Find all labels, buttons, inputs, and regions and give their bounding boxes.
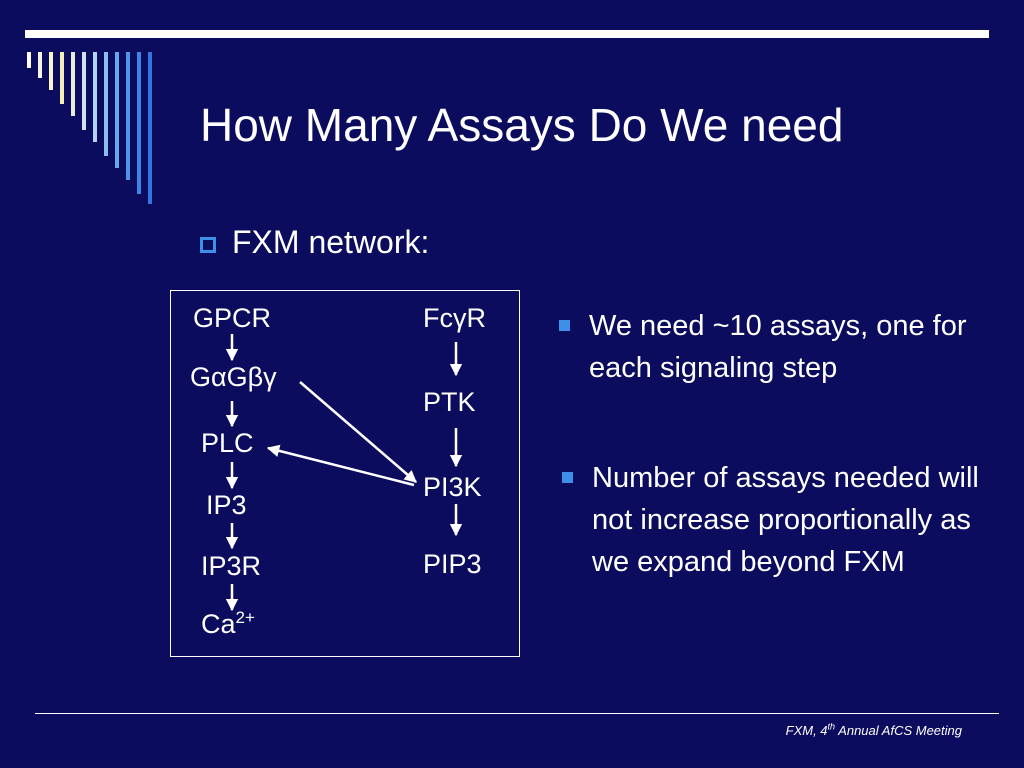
square-bullet-icon bbox=[562, 472, 573, 483]
node-fc-gamma-r: FcγR bbox=[423, 303, 486, 333]
node-gpcr: GPCR bbox=[193, 303, 272, 333]
hollow-square-bullet-icon bbox=[200, 236, 216, 253]
footer-post: Annual AfCS Meeting bbox=[835, 723, 962, 738]
footer-rule bbox=[35, 713, 999, 714]
arrow-g-to-pi3k bbox=[299, 381, 417, 483]
node-pi3k: PI3K bbox=[423, 472, 482, 502]
right-bullet-1-text: We need ~10 assays, one for each signali… bbox=[589, 310, 967, 384]
node-ip3: IP3 bbox=[206, 490, 247, 520]
square-bullet-icon bbox=[559, 320, 570, 331]
right-bullet-2-text: Number of assays needed will not increas… bbox=[592, 462, 979, 578]
network-diagram-box bbox=[170, 290, 520, 657]
node-plc: PLC bbox=[201, 428, 254, 458]
top-rule bbox=[25, 30, 989, 38]
slide-title: How Many Assays Do We need bbox=[200, 99, 844, 151]
arrow-pi3k-to-plc bbox=[266, 444, 415, 487]
node-ip3r: IP3R bbox=[201, 551, 262, 581]
right-bullet-2: Number of assays needed will not increas… bbox=[562, 457, 984, 583]
main-bullet-text: FXM network: bbox=[232, 224, 430, 260]
right-bullet-1: We need ~10 assays, one for each signali… bbox=[559, 305, 969, 389]
node-ptk: PTK bbox=[423, 387, 476, 417]
node-calcium: Ca2+ bbox=[201, 609, 255, 640]
node-g-alpha-beta-gamma: GαGβγ bbox=[190, 362, 277, 392]
node-pip3: PIP3 bbox=[423, 549, 482, 579]
main-bullet: FXM network: bbox=[200, 224, 429, 261]
footer-pre: FXM, 4 bbox=[785, 723, 828, 738]
calcium-base: Ca bbox=[201, 609, 236, 639]
footer-text: FXM, 4th Annual AfCS Meeting bbox=[785, 721, 962, 738]
calcium-superscript: 2+ bbox=[235, 608, 255, 627]
decorative-stripes bbox=[27, 52, 152, 204]
footer-sup: th bbox=[827, 721, 836, 732]
